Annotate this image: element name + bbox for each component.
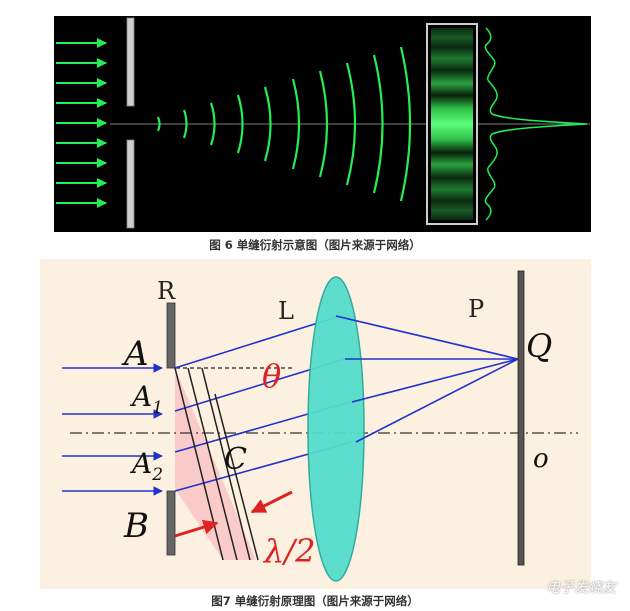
label-A1: A1 [129,380,163,418]
slit-barrier-bottom [166,490,176,556]
label-C: C [224,442,247,477]
single-slit-principle-diagram: R L P A A1 A2 B C Q o θ λ/2 [40,259,591,589]
figure-7-caption: 图7 单缝衍射原理图（图片来源于网络） [211,594,419,608]
label-theta: θ [262,357,281,395]
label-A: A [121,334,149,374]
slit-barrier-top [126,17,135,107]
half-wavelength-arrow-left [174,519,219,538]
label-P: P [468,295,484,323]
label-A2: A2 [129,447,163,485]
half-wave-zone-region [175,368,256,560]
slit-barrier-top [166,302,176,369]
focused-rays [335,315,519,443]
label-L: L [278,297,294,325]
diffracted-wavefronts [156,46,412,202]
figure-6-caption: 图 6 单缝衍射示意图（图片来源于网络） [209,238,421,252]
label-O: o [533,444,549,474]
incident-rays [62,363,163,496]
label-Q: Q [526,327,552,365]
single-slit-diffraction-schematic [54,16,591,232]
slit-barrier-bottom [126,139,135,229]
observation-screen [517,270,525,566]
label-B: B [123,506,149,546]
lens [307,276,365,582]
label-half-wavelength: λ/2 [262,532,315,570]
watermark: 电子发烧友 [546,580,616,596]
diffraction-fringes [431,28,473,220]
incident-wave-arrows [56,38,107,208]
label-R: R [157,277,176,305]
intensity-curve [484,27,588,221]
half-wavelength-arrow-right [250,490,293,514]
